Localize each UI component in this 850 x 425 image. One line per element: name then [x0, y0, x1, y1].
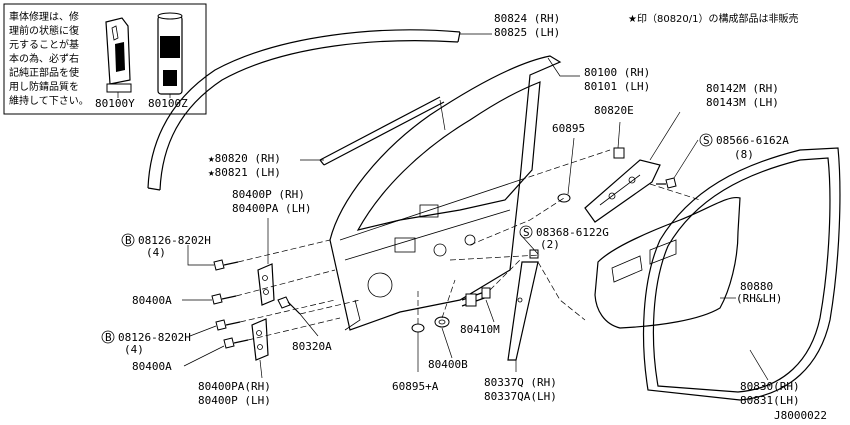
callout-80100: 80100 (RH) — [584, 66, 650, 79]
callout-08126-lower: 08126-8202H — [118, 331, 191, 344]
callout-80400pa-lh: 80400P (LH) — [198, 394, 271, 407]
svg-text:S: S — [523, 226, 530, 239]
sealant-tube-icon — [105, 17, 132, 93]
door-shell-part — [329, 55, 562, 331]
callout-80820-lh: ★80821 (LH) — [208, 166, 281, 179]
callout-08566: 08566-6162A — [716, 134, 789, 147]
notice-line: 記純正部品を使 — [9, 66, 79, 79]
screw-08566-icon — [656, 177, 677, 189]
callout-80400pa: 80400PA(RH) — [198, 380, 271, 393]
callout-08566-qty: (8) — [734, 148, 754, 161]
notice-line: 用し防錆品質を — [9, 80, 79, 93]
callout-08368: 08368-6122G — [536, 226, 609, 239]
non-sale-legend: ★印（80820/1）の構成部品は非販売 — [628, 12, 799, 25]
callout-80100y: 80100Y — [95, 97, 135, 110]
upper-hinge-part — [257, 263, 275, 306]
inner-molding-part — [319, 96, 445, 166]
check-link-bolt-icon — [277, 296, 301, 315]
callout-80820: ★80820 (RH) — [208, 152, 281, 165]
callout-80824-lh: 80825 (LH) — [494, 26, 560, 39]
drawing-code: J8000022 — [774, 409, 827, 422]
lower-hinge-part — [251, 318, 269, 361]
callout-labels: 80100Y 80100Z 80824 (RH) 80825 (LH) 8010… — [95, 12, 800, 407]
svg-text:B: B — [105, 331, 112, 344]
callout-60895a: 60895+A — [392, 380, 439, 393]
svg-text:S: S — [703, 134, 710, 147]
callout-08368-qty: (2) — [540, 238, 560, 251]
callout-80100-lh: 80101 (LH) — [584, 80, 650, 93]
callout-80880: 80880 — [740, 280, 773, 293]
callout-60895: 60895 — [552, 122, 585, 135]
callout-80100z: 80100Z — [148, 97, 188, 110]
grommet-80400b-icon — [434, 316, 450, 328]
notice-line: 維持して下さい。 — [9, 94, 89, 107]
callout-80320a: 80320A — [292, 340, 332, 353]
svg-text:B: B — [125, 234, 132, 247]
notice-line: 理前の状態に復 — [9, 24, 79, 37]
callout-80142m-lh: 80143M (LH) — [706, 96, 779, 109]
callout-80400a-lower: 80400A — [132, 360, 172, 373]
assembly-dash-lines — [235, 149, 701, 341]
callout-80400a-upper: 80400A — [132, 294, 172, 307]
callout-80830: 80830(RH) — [740, 380, 800, 393]
weatherstrip-part — [642, 147, 841, 401]
callout-80824: 80824 (RH) — [494, 12, 560, 25]
striker-reinforcement-part — [584, 147, 661, 223]
callout-80410m: 80410M — [460, 323, 500, 336]
callout-80830-lh: 80831(LH) — [740, 394, 800, 407]
notice-line: 元することが基 — [9, 38, 79, 51]
hinge-bolt-icon — [211, 259, 249, 349]
leader-lines — [182, 33, 769, 381]
callout-80400p-lh: 80400PA (LH) — [232, 202, 311, 215]
repair-notice-box: 車体修理は、修 理前の状態に復 元することが基 本の為、必ず右 記純正部品を使 … — [3, 3, 207, 115]
callout-80880-side: (RH&LH) — [736, 292, 782, 305]
callout-80337q: 80337Q (RH) — [484, 376, 557, 389]
plug-60895a-icon — [411, 323, 425, 333]
notice-line: 本の為、必ず右 — [9, 52, 79, 65]
door-check-part — [461, 287, 491, 307]
callout-80400b: 80400B — [428, 358, 468, 371]
callout-08126-upper-qty: (4) — [146, 246, 166, 259]
notice-line: 車体修理は、修 — [9, 10, 79, 23]
callout-80400p: 80400P (RH) — [232, 188, 305, 201]
glass-run-part — [507, 249, 539, 361]
callout-08126-lower-qty: (4) — [124, 343, 144, 356]
outer-molding-part — [147, 29, 461, 191]
callout-80820e: 80820E — [594, 104, 634, 117]
callout-80142m: 80142M (RH) — [706, 82, 779, 95]
callout-08126-upper: 08126-8202H — [138, 234, 211, 247]
spray-can-icon — [157, 12, 183, 95]
repair-notice-text: 車体修理は、修 理前の状態に復 元することが基 本の為、必ず右 記純正部品を使 … — [9, 10, 89, 107]
callout-80337q-lh: 80337QA(LH) — [484, 390, 557, 403]
sealing-screen-part — [594, 196, 741, 329]
